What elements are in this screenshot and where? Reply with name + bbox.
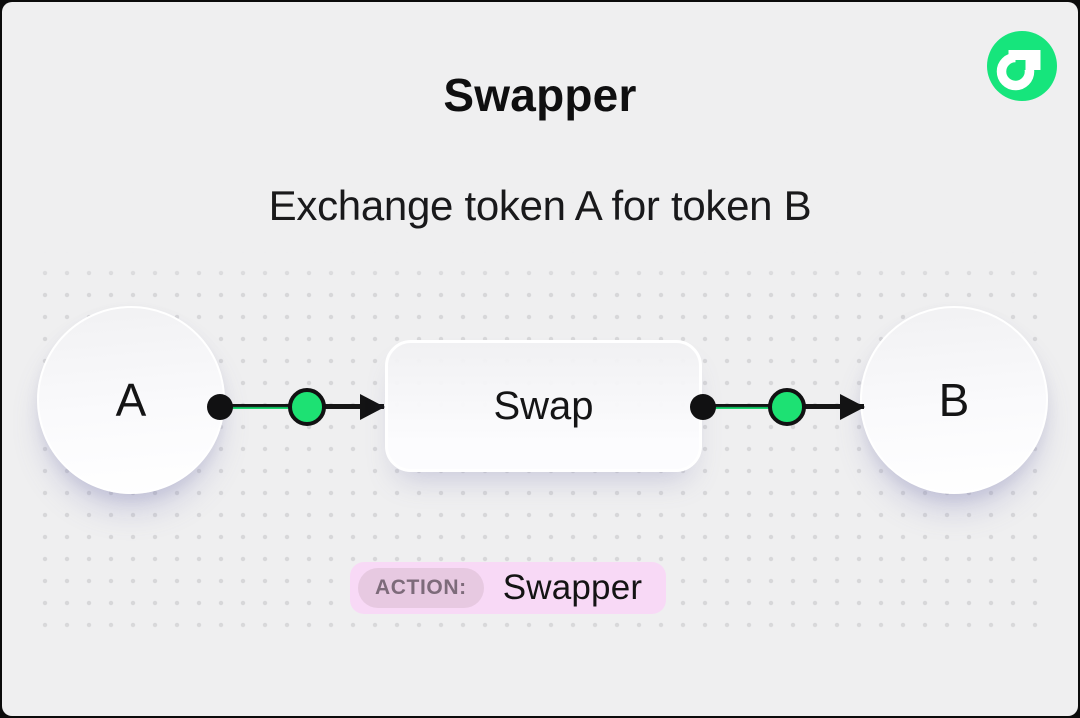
connector-right-line	[787, 404, 864, 409]
token-b-label: B	[938, 374, 970, 426]
page-subtitle: Exchange token A for token B	[268, 182, 812, 229]
token-b-node: B	[860, 306, 1048, 494]
connector-left-line	[307, 404, 384, 409]
token-a-node: A	[37, 306, 225, 494]
token-a-label: A	[115, 374, 147, 426]
action-badge-label: ACTION:	[358, 568, 484, 608]
flow-logo-icon	[987, 31, 1057, 101]
action-badge: ACTION: Swapper	[350, 562, 667, 614]
connector-left-line-green	[220, 404, 310, 409]
swap-label: Swap	[493, 383, 594, 428]
connector-left-arrowhead-icon	[360, 394, 385, 420]
connector-right-line-green	[703, 404, 790, 409]
page-title: Swapper	[443, 69, 637, 121]
connector-right-green-node	[768, 388, 806, 426]
action-badge-value: Swapper	[502, 568, 643, 607]
connector-right-dot	[690, 394, 716, 420]
connector-right-arrowhead-icon	[840, 394, 865, 420]
connector-left-green-node	[288, 388, 326, 426]
connector-left-dot	[207, 394, 233, 420]
swap-node: Swap	[385, 340, 702, 472]
